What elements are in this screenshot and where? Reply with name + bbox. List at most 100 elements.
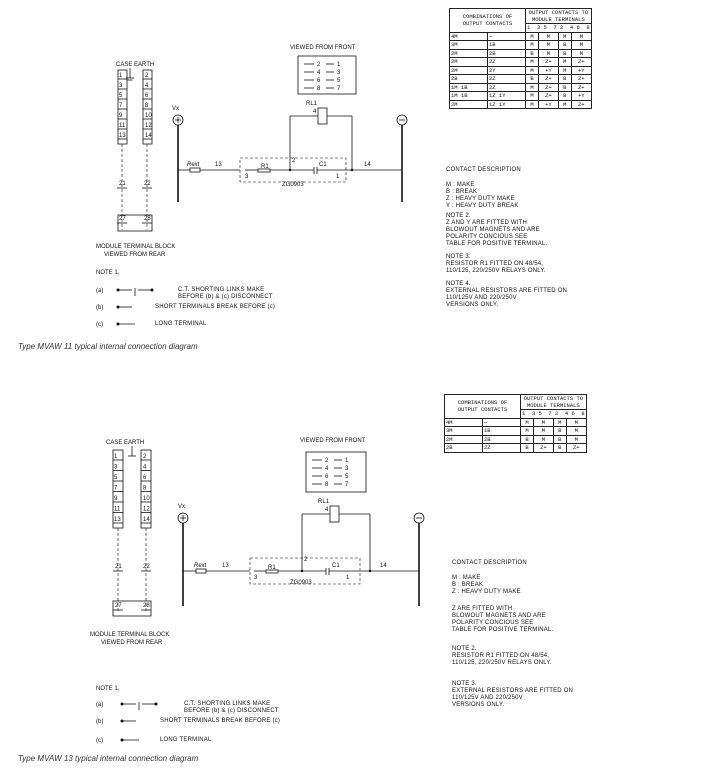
case-earth-label: CASE EARTH (116, 62, 154, 68)
terminal-1: 1 (114, 454, 118, 460)
viewed-from-rear-label: VIEWED FROM REAR (101, 640, 163, 646)
r1-label: R1 (261, 164, 269, 170)
note-4: NOTE 4. EXTERNAL RESISTORS ARE FITTED ON… (446, 281, 568, 308)
terminal-5: 5 (114, 475, 118, 481)
front-terminal-2: 2 (325, 458, 329, 464)
terminal-8: 8 (145, 103, 149, 109)
terminal-3: 3 (114, 465, 118, 471)
note-3: NOTE 3. RESISTOR R1 FITTED ON 48/54, 110… (446, 254, 546, 274)
note-c: (c) (96, 738, 103, 744)
note-a: (a) (96, 288, 103, 294)
vx-label: Vx (172, 106, 179, 112)
module-term-1: 1 (336, 174, 340, 180)
caption-1: Type MVAW 11 typical internal connection… (18, 342, 198, 351)
viewed-from-rear-label: VIEWED FROM REAR (104, 252, 166, 258)
terminal-5: 5 (119, 93, 123, 99)
contact-cell: Z+ (570, 99, 592, 109)
terminal-3: 3 (119, 83, 123, 89)
module-term-1: 1 (346, 575, 350, 581)
front-terminal-8: 8 (325, 482, 329, 488)
rext-label: Rext (187, 162, 200, 168)
table-header-terminals: OUTPUT CONTACTS TO MODULE TERMINALS (520, 394, 587, 410)
contact-description-title: CONTACT DESCRIPTION (452, 560, 527, 566)
contact-cell: B (520, 443, 534, 453)
terminal-13: 13 (119, 133, 126, 139)
module-terminal-block-label: MODULE TERMINAL BLOCK (90, 632, 169, 638)
front-terminal-5: 5 (337, 78, 341, 84)
module-term-3: 3 (254, 575, 258, 581)
front-terminal-3: 3 (337, 70, 341, 76)
front-terminal-5: 5 (345, 474, 349, 480)
front-terminal-6: 6 (325, 474, 329, 480)
note-b: (b) (96, 719, 103, 725)
caption-2: Type MVAW 13 typical internal connection… (18, 754, 199, 763)
note-b-text: SHORT TERMINALS BREAK BEFORE (c) (160, 718, 281, 724)
contact-cell: Z+ (565, 443, 587, 453)
front-terminal-1: 1 (337, 62, 341, 68)
terminal-11: 11 (119, 123, 126, 129)
c1-label: C1 (319, 162, 327, 168)
terminal-2: 2 (143, 454, 147, 460)
front-terminal-2: 2 (317, 62, 321, 68)
term-14: 14 (364, 162, 371, 168)
note-z: Z ARE FITTED WITH BLOWOUT MAGNETS AND AR… (452, 606, 554, 633)
case-earth-label: CASE EARTH (106, 440, 144, 446)
front-terminal-4: 4 (325, 466, 329, 472)
note-2: NOTE 2. RESISTOR R1 FITTED ON 48/54, 110… (452, 646, 552, 666)
terminal-4: 4 (143, 465, 147, 471)
front-terminal-7: 7 (345, 482, 349, 488)
table-header-terminals: OUTPUT CONTACTS TO MODULE TERMINALS (525, 8, 592, 24)
terminal-6: 6 (145, 93, 149, 99)
note1-label: NOTE 1. (96, 686, 120, 692)
term-21: 21 (119, 181, 126, 187)
note-a: (a) (96, 702, 103, 708)
terminal-10: 10 (145, 113, 152, 119)
contacts-table-1: COMBINATIONS OF OUTPUT CONTACTS OUTPUT C… (449, 8, 592, 109)
front-terminal-3: 3 (345, 466, 349, 472)
terminal-2: 2 (145, 73, 149, 79)
note-2: NOTE 2. Z AND Y ARE FITTED WITH BLOWOUT … (446, 213, 548, 247)
zg-label: ZG0903 (290, 580, 312, 586)
rl1-number: 4 (313, 109, 317, 115)
front-terminal-8: 8 (317, 86, 321, 92)
contacts-table-2: COMBINATIONS OF OUTPUT CONTACTS OUTPUT C… (444, 394, 587, 453)
table-header-combinations: COMBINATIONS OF OUTPUT CONTACTS (444, 394, 521, 419)
term-14: 14 (380, 563, 387, 569)
table-header-combinations: COMBINATIONS OF OUTPUT CONTACTS (449, 8, 526, 33)
term-28: 28 (144, 216, 151, 222)
contact-cell: M (525, 99, 539, 109)
term-27: 27 (119, 216, 126, 222)
note-3: NOTE 3. EXTERNAL RESISTORS ARE FITTED ON… (452, 681, 574, 708)
note-c-text: LONG TERMINAL (160, 737, 212, 743)
term-13: 13 (222, 563, 229, 569)
module-term-3: 3 (245, 174, 249, 180)
term-21: 21 (115, 564, 122, 570)
vx-label: Vx (178, 504, 185, 510)
term-28: 28 (143, 603, 150, 609)
terminal-4: 4 (145, 83, 149, 89)
terminal-11: 11 (114, 507, 121, 513)
viewed-from-front-label: VIEWED FROM FRONT (290, 45, 356, 51)
zg-label: ZG0903 (282, 182, 304, 188)
terminal-14: 14 (143, 517, 150, 523)
rl1-label: RL1 (306, 101, 318, 107)
term-22: 22 (143, 564, 150, 570)
module-term-2: 2 (304, 557, 308, 563)
rl1-label: RL1 (318, 499, 330, 505)
terminal-7: 7 (119, 103, 123, 109)
viewed-from-front-label: VIEWED FROM FRONT (300, 438, 366, 444)
terminal-10: 10 (143, 496, 150, 502)
contact-cell: M (557, 99, 572, 109)
note-a-text: C.T. SHORTING LINKS MAKE BEFORE (b) & (c… (184, 701, 279, 714)
c1-label: C1 (332, 563, 340, 569)
note-a-text: C.T. SHORTING LINKS MAKE BEFORE (b) & (c… (178, 287, 273, 300)
terminal-12: 12 (145, 123, 152, 129)
